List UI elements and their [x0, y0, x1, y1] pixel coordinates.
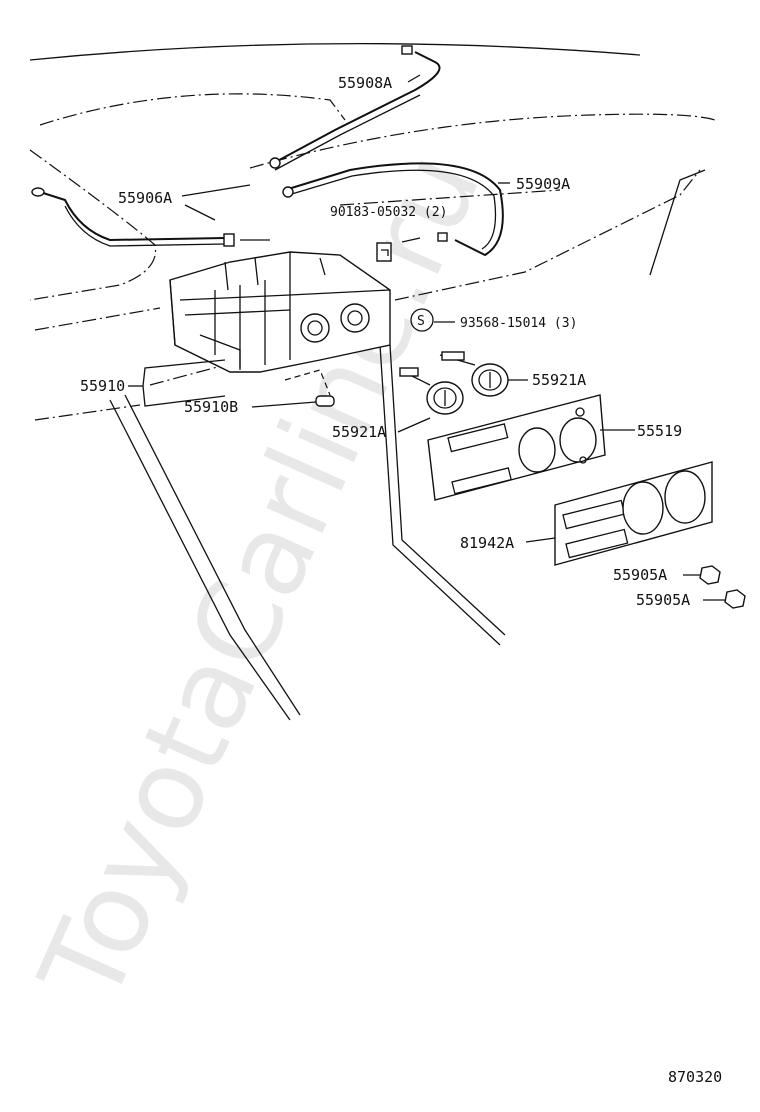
- bulb-55910B: [315, 395, 335, 407]
- cable-55906A: [31, 187, 270, 247]
- label-90183: 90183-05032 (2): [330, 205, 447, 220]
- clip-90183: [376, 242, 392, 262]
- label-55908A: 55908A: [338, 74, 392, 92]
- label-55910: 55910: [80, 377, 125, 395]
- cable-55908A: [269, 45, 441, 171]
- label-55921A-upper: 55921A: [532, 371, 586, 389]
- label-55909A: 55909A: [516, 175, 570, 193]
- label-55905A-1: 55905A: [613, 566, 667, 584]
- label-93568: 93568-15014 (3): [460, 316, 577, 331]
- dashboard-outline: [29, 42, 716, 721]
- knob-55921A-lower: [399, 367, 464, 415]
- part-labels: 55908A 55909A 55906A 90183-05032 (2) 935…: [80, 74, 722, 1086]
- knob-55905A: [699, 565, 746, 609]
- panel-55519: [427, 394, 606, 501]
- screw-symbol: S: [410, 308, 434, 332]
- leader-lines: [128, 74, 725, 601]
- cable-55909A: [282, 162, 504, 257]
- knob-55921A-upper: [439, 351, 509, 397]
- heater-control-assembly: [169, 251, 391, 373]
- label-55910B: 55910B: [184, 398, 238, 416]
- label-81942A: 81942A: [460, 534, 514, 552]
- label-55519: 55519: [637, 422, 682, 440]
- label-55906A: 55906A: [118, 189, 172, 207]
- label-55905A-2: 55905A: [636, 591, 690, 609]
- diagram-id: 870320: [668, 1068, 722, 1086]
- label-55921A-lower: 55921A: [332, 423, 386, 441]
- trim-81942A: [554, 461, 713, 566]
- screw-symbol-text: S: [417, 314, 425, 329]
